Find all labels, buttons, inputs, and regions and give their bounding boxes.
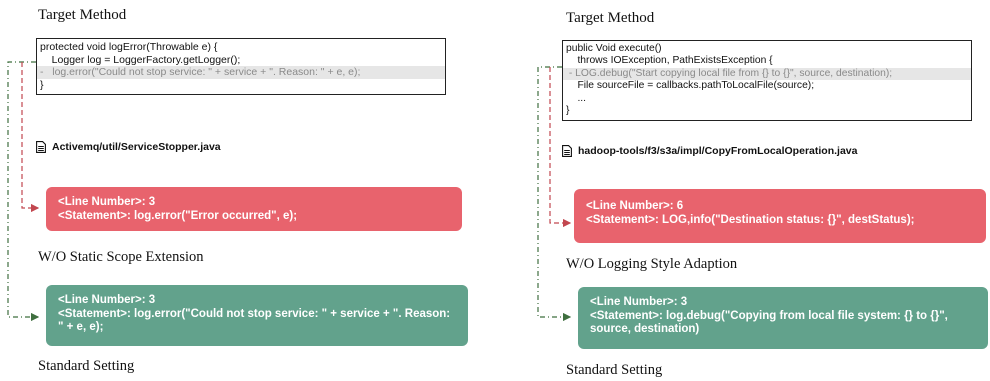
left-code-box: protected void logError(Throwable e) { L…	[36, 38, 446, 96]
document-icon	[562, 145, 572, 157]
line-number-label: <Line Number>	[586, 200, 670, 212]
line-number-label: <Line Number>	[58, 294, 142, 306]
left-red-caption: W/O Static Scope Extension	[38, 249, 204, 265]
right-file-path: hadoop-tools/f3/s3a/impl/CopyFromLocalOp…	[562, 145, 857, 157]
right-red-caption: W/O Logging Style Adaption	[566, 256, 738, 272]
right-code-line: throws IOException, PathExistsException …	[566, 55, 773, 67]
line-number-label: <Line Number>	[590, 296, 674, 308]
right-red-card: <Line Number>: 6 <Statement>: LOG,info("…	[574, 189, 986, 243]
statement-label: <Statement>	[58, 209, 128, 222]
left-green-line-number: <Line Number>: 3	[58, 294, 456, 308]
left-file-path: Activemq/util/ServiceStopper.java	[36, 141, 221, 153]
right-code-line-removed: - LOG.debug("Start copying local file fr…	[563, 67, 971, 81]
left-green-card: <Line Number>: 3 <Statement>: log.error(…	[46, 285, 468, 346]
statement-label: <Statement>	[590, 309, 660, 322]
left-code-line: protected void logError(Throwable e) {	[40, 41, 218, 53]
statement-value: : log.error("Could not stop service: " +…	[58, 307, 451, 334]
line-number-label: <Line Number>	[58, 196, 142, 208]
document-icon	[36, 141, 46, 153]
right-code-box: public Void execute() throws IOException…	[562, 40, 972, 122]
right-green-caption: Standard Setting	[566, 362, 663, 378]
statement-label: <Statement>	[586, 213, 656, 226]
left-green-caption: Standard Setting	[38, 358, 135, 374]
left-red-line-number: <Line Number>: 3	[58, 196, 450, 210]
right-green-line-number: <Line Number>: 3	[590, 296, 976, 310]
right-code-line: ...	[566, 92, 587, 104]
line-number-value: : 3	[141, 196, 156, 208]
statement-label: <Statement>	[58, 307, 128, 320]
left-green-arrow	[7, 61, 40, 322]
line-number-value: : 3	[673, 296, 688, 308]
left-red-card: <Line Number>: 3 <Statement>: log.error(…	[46, 187, 462, 231]
right-code-line: }	[566, 105, 570, 117]
right-file-name: hadoop-tools/f3/s3a/impl/CopyFromLocalOp…	[578, 145, 858, 157]
left-red-statement: <Statement>: log.error("Error occurred",…	[58, 210, 450, 224]
right-green-statement: <Statement>: log.debug("Copying from loc…	[590, 310, 976, 337]
right-red-arrow	[549, 67, 572, 228]
left-green-statement: <Statement>: log.error("Could not stop s…	[58, 308, 456, 335]
left-code-line-removed: - log.error("Could not stop service: " +…	[37, 66, 445, 79]
left-file-name: Activemq/util/ServiceStopper.java	[52, 141, 221, 153]
left-red-arrow	[21, 62, 40, 213]
left-code-line: Logger log = LoggerFactory.getLogger();	[40, 53, 241, 66]
right-target-method-title: Target Method	[566, 10, 655, 26]
statement-value: : log.debug("Copying from local file sys…	[590, 309, 948, 336]
statement-value: : log.error("Error occurred", e);	[127, 209, 298, 222]
statement-value: : LOG,info("Destination status: {}", des…	[655, 213, 915, 226]
right-red-statement: <Statement>: LOG,info("Destination statu…	[586, 214, 974, 228]
right-green-card: <Line Number>: 3 <Statement>: log.debug(…	[578, 287, 988, 349]
right-red-line-number: <Line Number>: 6	[586, 200, 974, 214]
line-number-value: : 3	[141, 294, 156, 306]
right-code-line: File sourceFile = callbacks.pathToLocalF…	[566, 80, 815, 92]
left-target-method-title: Target Method	[38, 7, 127, 23]
line-number-value: : 6	[669, 200, 684, 212]
right-code-line: public Void execute()	[566, 43, 662, 54]
left-code-line: }	[40, 78, 44, 91]
